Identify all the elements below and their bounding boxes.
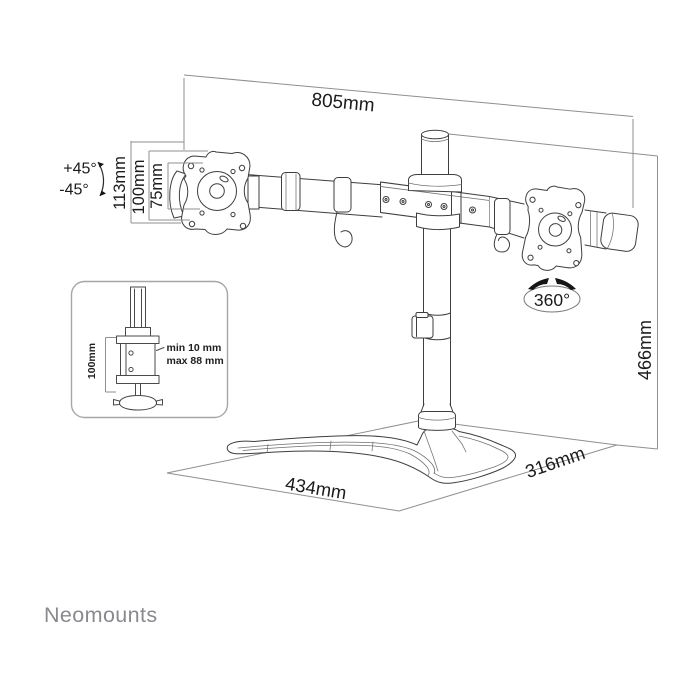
pole-flange xyxy=(416,212,460,231)
plate-dimensions: 113mm 100mm 75mm xyxy=(111,141,208,224)
rotate-arrow-left-icon xyxy=(528,278,549,290)
pole-foot xyxy=(418,403,456,431)
clamp-drawing xyxy=(113,286,163,411)
arm-sleeve-left xyxy=(281,172,301,211)
tilt-up-label: +45° xyxy=(63,161,97,178)
vesa-holes-left xyxy=(187,162,247,230)
rotate-arrow-right-icon xyxy=(555,278,576,290)
desk-min-label: min 10 mm xyxy=(167,342,222,354)
swivel-ellipse xyxy=(523,285,581,313)
dim-316mm: 316mm xyxy=(522,442,587,482)
height-dimension-lines xyxy=(448,133,658,449)
swivel-annotation: 360° xyxy=(523,278,581,313)
clamp-detail-inset: 100mm min 10 mm max 88 mm xyxy=(70,280,229,419)
pole-collar xyxy=(408,174,462,193)
center-pole-lower xyxy=(411,225,456,431)
dim-434mm: 434mm xyxy=(284,473,348,504)
left-vesa-plate xyxy=(169,150,260,235)
dim-75mm: 75mm xyxy=(148,163,166,209)
desk-max-label: max 88 mm xyxy=(167,355,224,367)
width-dimension-lines xyxy=(183,74,634,208)
cable-hook-right xyxy=(493,198,511,253)
cable-clip xyxy=(411,312,451,341)
bracket-screws xyxy=(382,196,476,214)
crossbar xyxy=(245,172,639,253)
arm-end-right xyxy=(584,209,639,252)
tilt-annotation: +45° -45° xyxy=(59,161,106,199)
cable-hook-left xyxy=(333,177,353,248)
brand-logo: Neomounts xyxy=(44,603,158,627)
inset-dimension: 100mm xyxy=(86,337,116,393)
desk-base xyxy=(226,427,517,484)
dim-466mm: 466mm xyxy=(635,320,655,380)
pole-top-cap xyxy=(421,129,449,140)
dim-805mm: 805mm xyxy=(310,90,375,117)
center-pole-upper xyxy=(408,129,462,231)
right-vesa-plate xyxy=(521,185,586,271)
tilt-arc-icon xyxy=(97,161,105,197)
swivel-label: 360° xyxy=(534,290,570,310)
tilt-down-label: -45° xyxy=(59,182,89,199)
clamp-range-leader xyxy=(156,347,165,351)
dim-100mm: 100mm xyxy=(130,159,148,214)
vesa-holes-right xyxy=(527,196,582,267)
inset-100mm: 100mm xyxy=(86,343,98,379)
dim-113mm: 113mm xyxy=(111,156,129,210)
